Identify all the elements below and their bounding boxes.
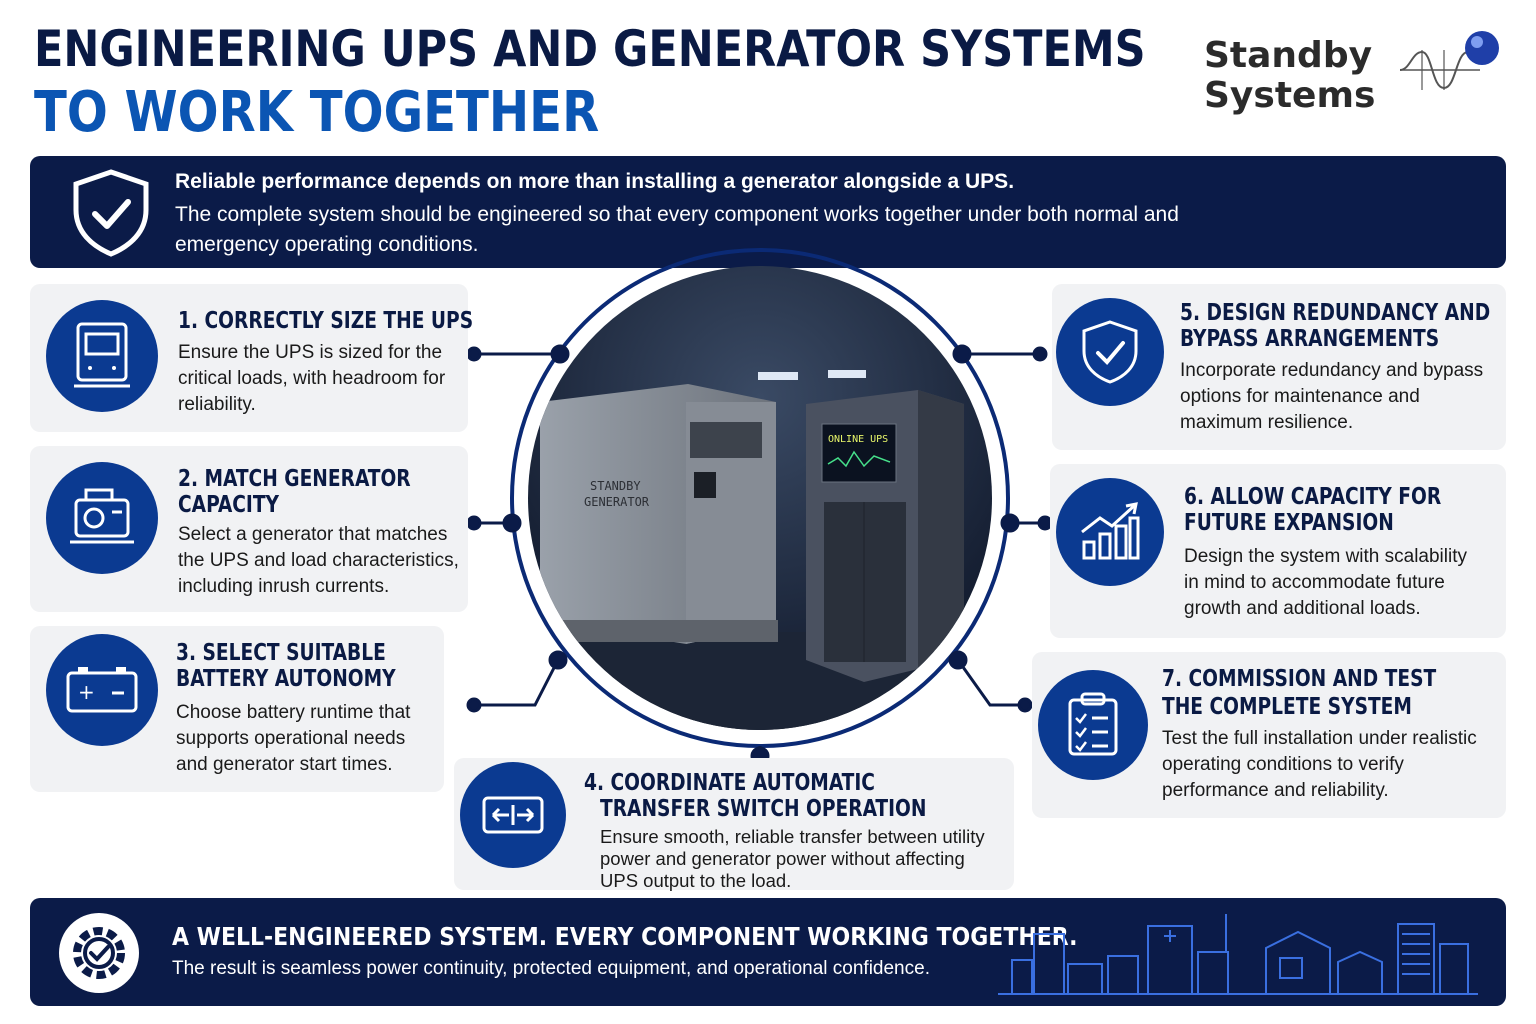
step-6-title-line-2: FUTURE EXPANSION [1184, 510, 1394, 536]
ups-screen-label: ONLINE UPS [828, 434, 888, 445]
transfer-switch-icon [460, 762, 566, 868]
step-5-title-line-1: 5. DESIGN REDUNDANCY AND [1180, 300, 1491, 326]
step-card-1: 1. CORRECTLY SIZE THE UPS Ensure the UPS… [30, 284, 473, 432]
growth-chart-icon [1056, 478, 1164, 586]
step-6-text: Design the system with scalability in mi… [1184, 546, 1467, 619]
step-1-text: Ensure the UPS is sized for the critical… [178, 342, 446, 415]
logo-line-1: Standby [1204, 35, 1373, 76]
redundancy-shield-icon [1056, 298, 1164, 406]
step-7-title-line-2: THE COMPLETE SYSTEM [1162, 694, 1412, 720]
step-2-title-line-1: 2. MATCH GENERATOR [178, 466, 411, 492]
step-3-text: Choose battery runtime that supports ope… [176, 702, 411, 775]
standby-systems-logo: Standby Systems [1204, 31, 1504, 116]
banner-lead: Reliable performance depends on more tha… [175, 170, 1015, 193]
logo-line-2: Systems [1204, 75, 1376, 116]
step-7-title-line-1: 7. COMMISSION AND TEST [1162, 666, 1437, 692]
page-title: ENGINEERING UPS AND GENERATOR SYSTEMS [34, 20, 1146, 78]
ups-unit-icon [46, 300, 158, 412]
checklist-icon [1038, 670, 1148, 780]
shield-check-icon [73, 169, 149, 257]
step-5-text: Incorporate redundancy and bypass option… [1180, 360, 1484, 433]
step-6-title-line-1: 6. ALLOW CAPACITY FOR [1184, 484, 1442, 510]
step-3-title-line-2: BATTERY AUTONOMY [176, 666, 396, 692]
banner-body: The complete system should be engineered… [175, 203, 1179, 256]
footer-text: The result is seamless power continuity,… [172, 958, 930, 979]
step-card-2: 2. MATCH GENERATOR CAPACITY Select a gen… [30, 446, 468, 612]
step-7-text: Test the full installation under realist… [1162, 728, 1477, 801]
step-2-title-line-2: CAPACITY [178, 492, 280, 518]
step-3-title-line-1: 3. SELECT SUITABLE [176, 640, 386, 666]
step-card-3: + 3. SELECT SUITABLE BATTERY AUTONOMY Ch… [30, 626, 444, 792]
svg-text:+: + [78, 680, 95, 704]
step-4-title-line-1: 4. COORDINATE AUTOMATIC [584, 770, 875, 796]
step-5-title-line-2: BYPASS ARRANGEMENTS [1180, 326, 1440, 352]
battery-icon: + [46, 634, 158, 746]
footer-headline: A WELL-ENGINEERED SYSTEM. EVERY COMPONEN… [172, 922, 1078, 951]
step-card-7: 7. COMMISSION AND TEST THE COMPLETE SYST… [1032, 652, 1506, 818]
logo-wave-icon [1400, 31, 1499, 90]
generator-icon [46, 462, 158, 574]
city-skyline-icon [998, 914, 1478, 995]
summary-footer: A WELL-ENGINEERED SYSTEM. EVERY COMPONEN… [30, 898, 1506, 1006]
step-1-title: 1. CORRECTLY SIZE THE UPS [178, 308, 474, 334]
step-card-6: 6. ALLOW CAPACITY FOR FUTURE EXPANSION D… [1050, 464, 1506, 638]
step-card-4: 4. COORDINATE AUTOMATIC TRANSFER SWITCH … [454, 758, 1014, 891]
gear-check-icon [59, 913, 139, 993]
step-4-text: Ensure smooth, reliable transfer between… [600, 826, 985, 891]
step-4-title-line-2: TRANSFER SWITCH OPERATION [600, 796, 927, 822]
step-card-5: 5. DESIGN REDUNDANCY AND BYPASS ARRANGEM… [1052, 284, 1506, 450]
step-2-text: Select a generator that matches the UPS … [178, 524, 459, 597]
page-subtitle: TO WORK TOGETHER [34, 80, 600, 145]
